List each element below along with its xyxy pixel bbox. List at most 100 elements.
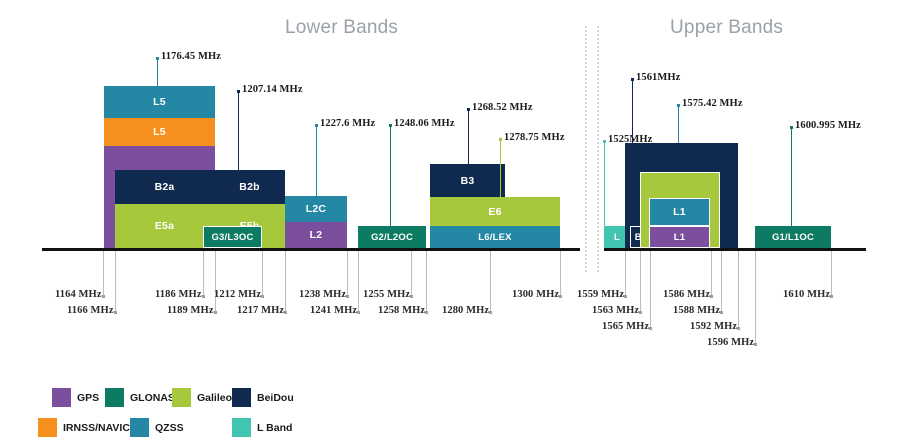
tick-1563-leader	[640, 251, 641, 313]
tick-1212-tick	[261, 295, 264, 298]
tick-1565-label: 1565 MHz	[602, 321, 650, 332]
callout-1278-marker	[499, 138, 503, 142]
band-L1-qzss[interactable]: L1	[649, 198, 710, 226]
tick-1217-tick	[284, 311, 287, 314]
tick-1563-label: 1563 MHz	[592, 305, 640, 316]
tick-1255-label: 1255 MHz	[363, 289, 411, 300]
tick-1189-tick	[214, 311, 217, 314]
tick-1186-leader	[203, 251, 204, 297]
legend-label-beidou: BeiDou	[257, 392, 294, 404]
tick-1238-tick	[346, 295, 349, 298]
tick-1241-label: 1241 MHz	[310, 305, 358, 316]
callout-1525-label: 1525MHz	[608, 134, 653, 145]
callout-1575-stem	[678, 104, 680, 143]
tick-1258-tick	[425, 311, 428, 314]
tick-1255-leader	[411, 251, 412, 297]
tick-1559-label: 1559 MHz	[577, 289, 625, 300]
callout-1278-label: 1278.75 MHz	[504, 132, 565, 143]
tick-1559-leader	[625, 251, 626, 297]
tick-1258-leader	[426, 251, 427, 313]
tick-1241-leader	[358, 251, 359, 313]
section-divider-2	[597, 26, 599, 272]
callout-1268-marker	[467, 108, 471, 112]
band-G3-L3OC[interactable]: G3/L3OC	[203, 226, 262, 248]
callout-1575-marker	[677, 104, 681, 108]
band-L1-gps[interactable]: L1	[649, 226, 710, 248]
tick-1280-tick	[489, 311, 492, 314]
tick-1238-leader	[347, 251, 348, 297]
tick-1596-tick	[754, 343, 757, 346]
callout-1176-marker	[156, 57, 160, 61]
callout-1600-label: 1600.995 MHz	[795, 120, 861, 131]
tick-1166-label: 1166 MHz	[67, 305, 114, 316]
callout-1525-marker	[603, 140, 607, 144]
band-G1-L1OC[interactable]: G1/L1OC	[755, 226, 831, 248]
tick-1586-tick	[710, 295, 713, 298]
tick-1592-leader	[738, 251, 739, 329]
tick-1588-tick	[720, 311, 723, 314]
tick-1610-tick	[830, 295, 833, 298]
band-G2-L2OC[interactable]: G2/L2OC	[358, 226, 426, 248]
callout-1248-marker	[389, 124, 393, 128]
callout-1176-label: 1176.45 MHz	[161, 51, 222, 62]
callout-1575-label: 1575.42 MHz	[682, 98, 743, 109]
callout-1268-label: 1268.52 MHz	[472, 102, 533, 113]
band-B3-beidou[interactable]: B3	[430, 164, 505, 197]
band-B2b-beidou[interactable]: B2b	[214, 170, 285, 204]
callout-1227-marker	[315, 124, 319, 128]
callout-1176-stem	[157, 57, 159, 86]
legend-label-gps: GPS	[77, 392, 100, 404]
callout-1278-stem	[500, 138, 502, 197]
callout-1525-stem	[604, 140, 606, 226]
tick-1164-label: 1164 MHz	[55, 289, 102, 300]
tick-1586-label: 1586 MHz	[663, 289, 711, 300]
tick-1280-leader	[490, 251, 491, 313]
tick-1610-leader	[831, 251, 832, 297]
band-L5-qzss[interactable]: L5	[104, 86, 215, 118]
callout-1248-stem	[390, 124, 392, 226]
tick-1588-label: 1588 MHz	[673, 305, 721, 316]
tick-1592-label: 1592 MHz	[690, 321, 738, 332]
legend-label-glonass: GLONASS	[130, 392, 182, 404]
legend-label-l-band: L Band	[257, 422, 293, 434]
tick-1255-tick	[410, 295, 413, 298]
band-L-band[interactable]: L	[604, 226, 630, 248]
legend-label-qzss: QZSS	[155, 422, 184, 434]
tick-1586-leader	[711, 251, 712, 297]
band-E5a-galileo[interactable]: E5a	[115, 204, 214, 248]
legend-swatch-glonass	[105, 388, 124, 407]
legend-swatch-galileo	[172, 388, 191, 407]
band-L5-irnss[interactable]: L5	[104, 118, 215, 146]
legend-swatch-qzss	[130, 418, 149, 437]
legend-swatch-irnss-navic	[38, 418, 57, 437]
lower-bands-title: Lower Bands	[285, 17, 399, 38]
callout-1561-marker	[631, 78, 635, 82]
lower-axis	[42, 248, 580, 251]
band-L2C-qzss[interactable]: L2C	[285, 196, 347, 222]
tick-1565-tick	[649, 327, 652, 330]
tick-1212-leader	[262, 251, 263, 297]
callout-1207-label: 1207.14 MHz	[242, 84, 303, 95]
legend-label-galileo: Galileo	[197, 392, 233, 404]
callout-1268-stem	[468, 108, 470, 164]
band-L2-gps[interactable]: L2	[285, 222, 347, 248]
tick-1280-label: 1280 MHz	[442, 305, 490, 316]
tick-1217-leader	[285, 251, 286, 313]
band-E6-galileo[interactable]: E6	[430, 197, 560, 226]
callout-1561-stem	[632, 78, 634, 143]
tick-1596-leader	[755, 251, 756, 345]
legend-swatch-gps	[52, 388, 71, 407]
callout-1561-label: 1561MHz	[636, 72, 681, 83]
band-B2a-beidou[interactable]: B2a	[115, 170, 214, 204]
legend-swatch-beidou	[232, 388, 251, 407]
tick-1164-tick	[102, 295, 105, 298]
tick-1212-label: 1212 MHz	[214, 289, 262, 300]
section-divider-1	[585, 26, 587, 272]
tick-1217-label: 1217 MHz	[237, 305, 285, 316]
tick-1300-label: 1300 MHz	[512, 289, 560, 300]
legend-label-irnss-navic: IRNSS/NAVIC	[63, 422, 130, 434]
callout-1207-stem	[238, 90, 240, 170]
tick-1241-tick	[357, 311, 360, 314]
band-L6-LEX[interactable]: L6/LEX	[430, 226, 560, 248]
